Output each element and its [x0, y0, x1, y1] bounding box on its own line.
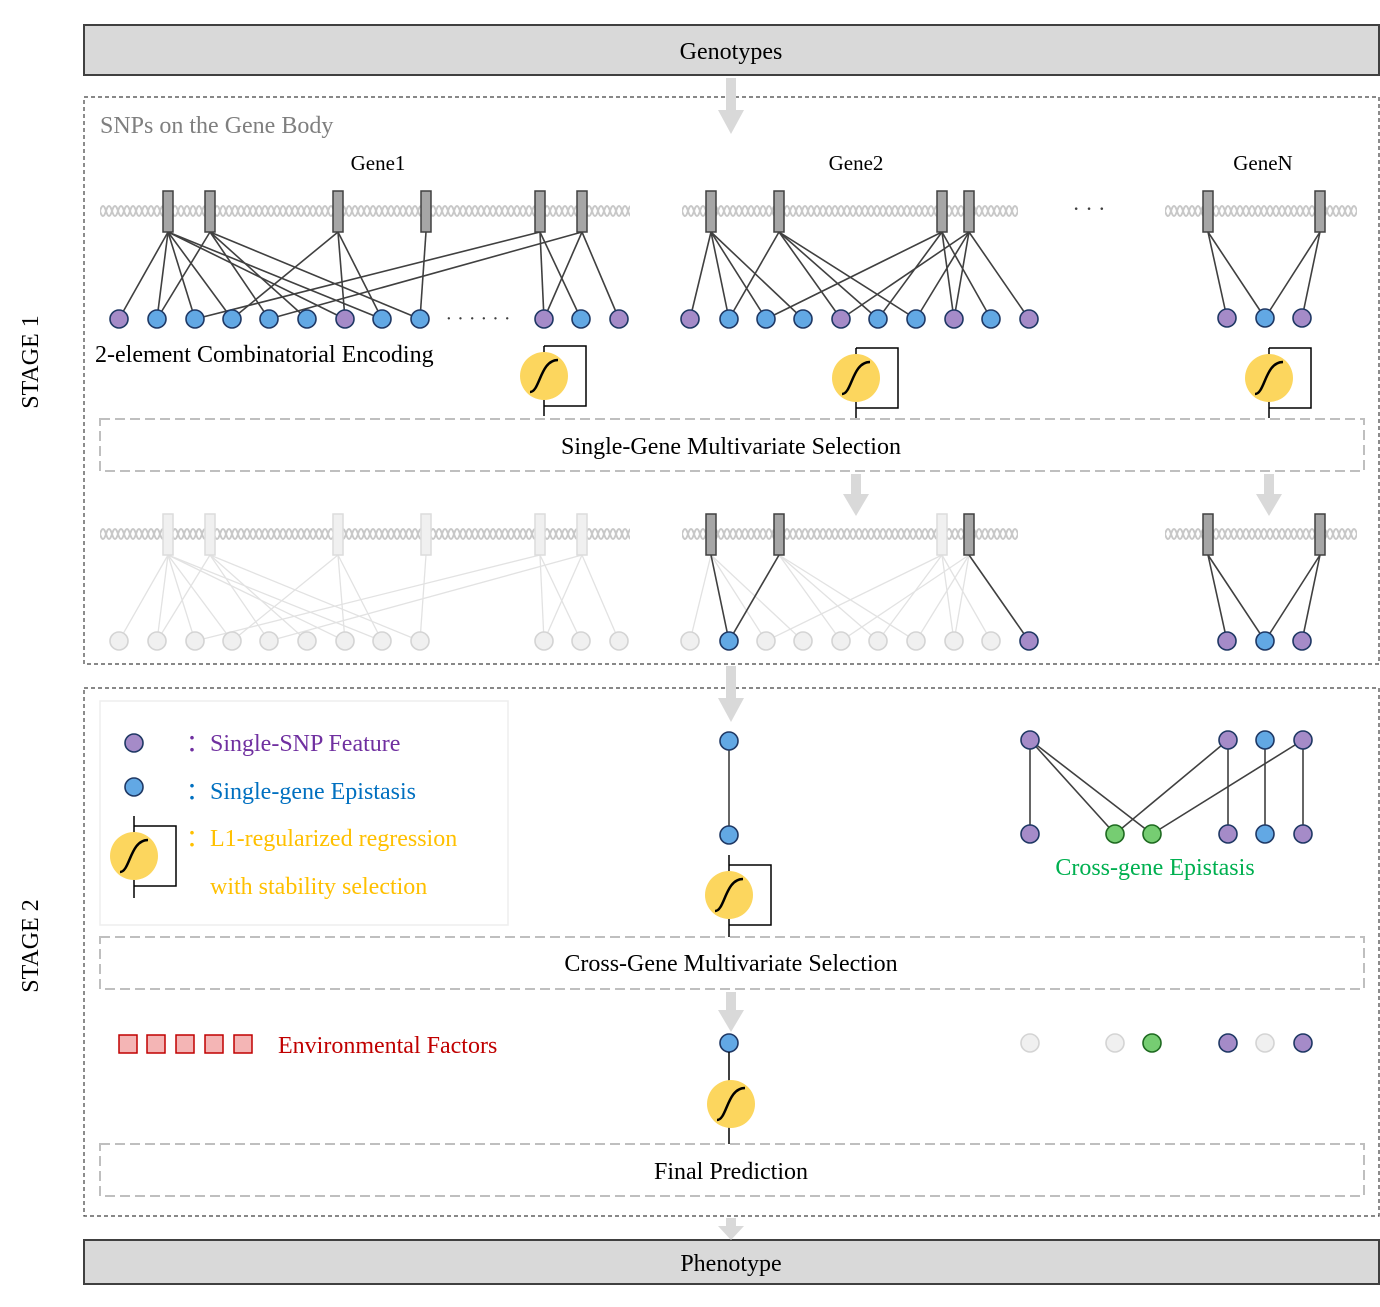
geneN-encoding-lines [1207, 231, 1321, 319]
selected-lines [710, 554, 1321, 642]
environmental-factors [118, 1034, 253, 1054]
phenotype-box: Phenotype [83, 1239, 1380, 1285]
legend-single-snp: ：Single-SNP Feature [186, 731, 400, 757]
arrow-stage2-to-phenotype [718, 1218, 744, 1240]
stage1-label: STAGE 1 [18, 315, 44, 408]
arrow-selection-geneN [1256, 474, 1282, 516]
cross-gene-selection-label: Cross-Gene Multivariate Selection [564, 951, 897, 977]
legend-box [99, 700, 509, 926]
arrow-stage1-to-stage2 [718, 666, 744, 722]
genotypes-box: Genotypes [83, 24, 1380, 76]
encoding-label: 2-element Combinatorial Encoding [95, 342, 434, 368]
legend: ：Single-SNP Feature ：Single-gene Epistas… [99, 700, 509, 926]
regression-icon-stage2 [705, 855, 772, 937]
arrow-cross-selection [718, 992, 744, 1032]
cross-gene-nodes [1020, 730, 1313, 844]
single-gene-selection-label: Single-Gene Multivariate Selection [561, 434, 901, 460]
stage1-frame [83, 96, 1380, 665]
genotypes-label: Genotypes [680, 39, 783, 65]
gene1-encoding-lines [118, 231, 620, 320]
legend-blue-node [124, 777, 144, 797]
legend-regression-line2: with stability selection [210, 874, 427, 900]
snp-markers-faded [162, 513, 948, 556]
final-discarded-features [1020, 1033, 1275, 1053]
row-ellipsis: · · · · · · [446, 308, 511, 330]
section-title: SNPs on the Gene Body [100, 113, 333, 139]
selected-features [719, 631, 1312, 651]
legend-purple-node [124, 733, 144, 753]
final-selected-features [719, 1033, 1313, 1053]
gene2-faded-lines [689, 554, 992, 642]
dna-strands-top [100, 205, 1357, 217]
cross-gene-selection-box [99, 936, 1365, 990]
arrow-genotypes-to-stage1 [718, 78, 744, 134]
gene2-label: Gene2 [829, 151, 884, 175]
gene-ellipsis: · · · [1073, 196, 1106, 221]
regression-icon-gene2 [832, 347, 899, 418]
regression-icon-geneN [1245, 347, 1312, 418]
gene1-faded-lines [118, 554, 620, 642]
encoded-features-top [109, 308, 1312, 329]
snp-markers-selected [705, 513, 1326, 556]
final-regression-icon [707, 1052, 755, 1144]
phenotype-label: Phenotype [680, 1251, 781, 1277]
legend-single-gene-epistasis: ：Single-gene Epistasis [186, 779, 416, 805]
dna-strands-bottom [100, 528, 1357, 540]
regression-icon-gene1 [520, 345, 587, 416]
center-chain [719, 731, 739, 845]
gene1-label: Gene1 [351, 151, 406, 175]
discarded-features [109, 631, 1001, 651]
legend-regression-line1: ：L1-regularized regression [186, 826, 457, 852]
gene2-encoding-lines [689, 231, 1030, 320]
flow-arrows [718, 78, 1282, 1240]
final-prediction-label: Final Prediction [654, 1159, 808, 1185]
environmental-factors-label: Environmental Factors [278, 1033, 497, 1059]
geneN-label: GeneN [1233, 151, 1292, 175]
cross-gene-lines [1029, 739, 1304, 835]
snp-markers-top [162, 190, 1326, 233]
arrow-selection-gene2 [843, 474, 869, 516]
cross-gene-epistasis-label: Cross-gene Epistasis [1055, 855, 1254, 881]
legend-regression-icon [110, 816, 177, 898]
final-prediction-box [99, 1143, 1365, 1197]
single-gene-selection-box [99, 418, 1365, 472]
stage2-label: STAGE 2 [18, 899, 44, 992]
